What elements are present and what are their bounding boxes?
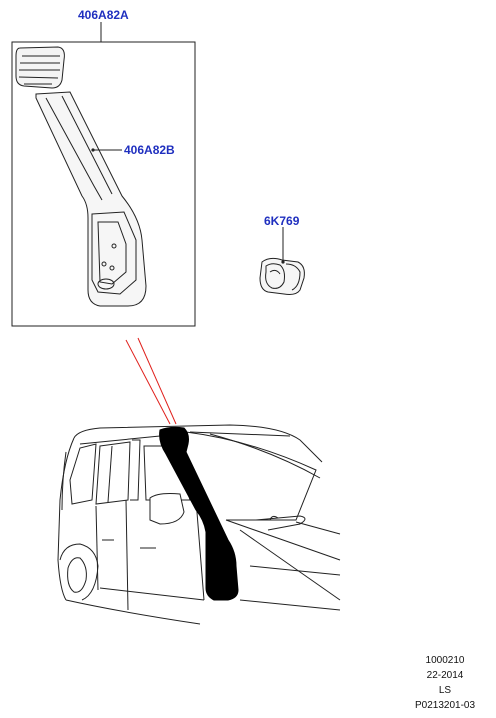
reference-model: LS [438,685,452,696]
leader-406a82b [91,148,122,152]
callout-6k769[interactable]: 6K769 [264,214,300,228]
snorkel-head-part[interactable] [15,46,65,89]
clip-part[interactable] [259,257,305,295]
diagram-reference-block: 1000210 22-2014 LS P0213201-03 [400,653,490,713]
reference-illustration-id: P0213201-03 [414,700,476,711]
callout-406a82a[interactable]: 406A82A [78,8,129,22]
leader-6k769 [281,227,285,264]
reference-code: 1000210 [425,655,465,666]
reference-date: 22-2014 [426,670,464,681]
vehicle-outline [57,424,341,625]
snorkel-body-part[interactable] [35,91,147,307]
pointer-lines [125,337,177,425]
parts-box-frame [11,41,196,327]
callout-406a82b[interactable]: 406A82B [124,143,175,157]
vehicle-snorkel [159,426,239,601]
